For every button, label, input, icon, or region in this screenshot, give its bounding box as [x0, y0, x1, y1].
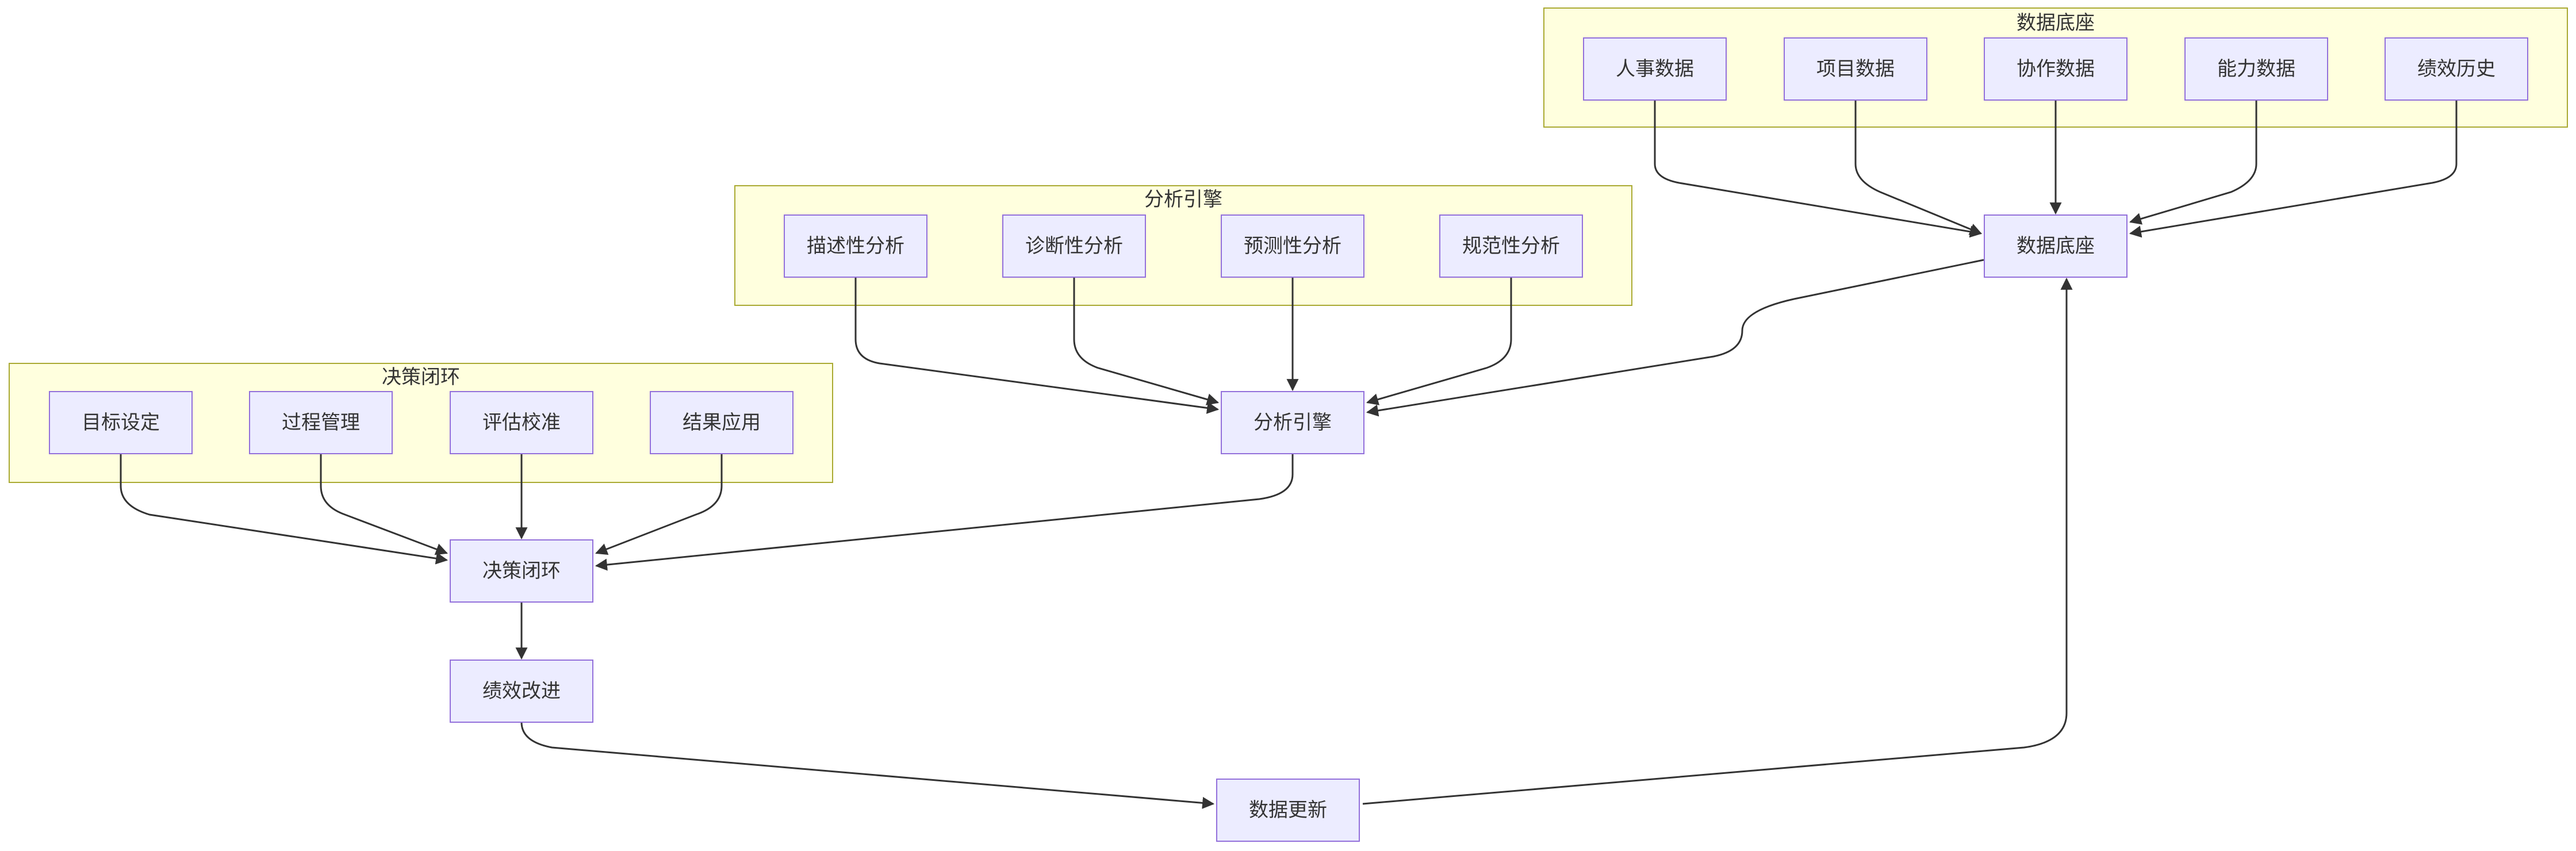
- node-box[interactable]: [2385, 37, 2528, 101]
- edge-data-base-node-to-analysis-engine-node: [1366, 259, 1984, 417]
- cluster-title: 数据底座: [2017, 12, 2095, 34]
- node-label: 数据底座: [2017, 235, 2095, 258]
- node-box[interactable]: [1583, 37, 1727, 101]
- edge-ability-data-to-data-base-node: [2129, 100, 2257, 225]
- node-box[interactable]: [2184, 37, 2328, 101]
- node-ability-data[interactable]: 能力数据: [2184, 37, 2328, 101]
- node-label: 目标设定: [82, 411, 160, 434]
- node-label: 诊断性分析: [1025, 235, 1123, 258]
- node-label: 分析引擎: [1254, 411, 1332, 434]
- node-perf-history[interactable]: 绩效历史: [2385, 37, 2528, 101]
- edge-perf-improve-to-data-update: [520, 722, 1215, 809]
- node-box[interactable]: [450, 660, 593, 723]
- edge-analysis-engine-node-to-decision-loop-node: [595, 454, 1294, 571]
- edge-goal-setting-to-decision-loop-node: [120, 454, 448, 565]
- node-box[interactable]: [49, 391, 193, 454]
- cluster-title: 决策闭环: [382, 366, 460, 389]
- edge-hr-data-to-data-base-node: [1654, 100, 1983, 238]
- node-analysis-engine-node[interactable]: 分析引擎: [1221, 391, 1364, 454]
- node-box[interactable]: [1221, 391, 1364, 454]
- node-label: 评估校准: [482, 411, 561, 434]
- node-label: 项目数据: [1816, 57, 1895, 80]
- node-label: 能力数据: [2217, 57, 2295, 80]
- node-process-mgmt[interactable]: 过程管理: [249, 391, 393, 454]
- node-label: 协作数据: [2017, 57, 2095, 80]
- edge-data-update-to-data-base-node: [1362, 277, 2073, 805]
- node-box[interactable]: [1439, 214, 1583, 278]
- node-goal-setting[interactable]: 目标设定: [49, 391, 193, 454]
- node-label: 描述性分析: [807, 235, 904, 258]
- node-box[interactable]: [1221, 214, 1364, 278]
- node-box[interactable]: [1002, 214, 1146, 278]
- node-data-update[interactable]: 数据更新: [1216, 779, 1360, 842]
- node-box[interactable]: [1784, 37, 1927, 101]
- node-box[interactable]: [450, 391, 593, 454]
- node-prescriptive[interactable]: 规范性分析: [1439, 214, 1583, 278]
- node-box[interactable]: [1984, 37, 2128, 101]
- node-label: 数据更新: [1249, 799, 1327, 822]
- edge-diagnostic-to-analysis-engine-node: [1073, 277, 1220, 405]
- node-project-data[interactable]: 项目数据: [1784, 37, 1927, 101]
- cluster-title: 分析引擎: [1144, 188, 1222, 211]
- edge-prescriptive-to-analysis-engine-node: [1366, 277, 1512, 405]
- node-label: 绩效历史: [2417, 57, 2496, 80]
- edge-descriptive-to-analysis-engine-node: [854, 277, 1220, 414]
- edge-result-apply-to-decision-loop-node: [595, 454, 723, 555]
- node-diagnostic[interactable]: 诊断性分析: [1002, 214, 1146, 278]
- node-box[interactable]: [1984, 214, 2128, 278]
- node-box[interactable]: [784, 214, 927, 278]
- node-label: 绩效改进: [482, 680, 561, 703]
- node-label: 规范性分析: [1462, 235, 1560, 258]
- node-label: 结果应用: [683, 411, 761, 434]
- node-label: 决策闭环: [482, 559, 561, 582]
- node-eval-calib[interactable]: 评估校准: [450, 391, 593, 454]
- edge-process-mgmt-to-decision-loop-node: [320, 454, 448, 555]
- node-hr-data[interactable]: 人事数据: [1583, 37, 1727, 101]
- node-box[interactable]: [650, 391, 793, 454]
- node-box[interactable]: [1216, 779, 1360, 842]
- node-box[interactable]: [249, 391, 393, 454]
- node-descriptive[interactable]: 描述性分析: [784, 214, 927, 278]
- edge-perf-history-to-data-base-node: [2129, 100, 2458, 238]
- node-collab-data[interactable]: 协作数据: [1984, 37, 2128, 101]
- node-perf-improve[interactable]: 绩效改进: [450, 660, 593, 723]
- node-label: 过程管理: [282, 411, 360, 434]
- node-data-base-node[interactable]: 数据底座: [1984, 214, 2128, 278]
- edge-project-data-to-data-base-node: [1854, 100, 1982, 235]
- node-decision-loop-node[interactable]: 决策闭环: [450, 539, 593, 603]
- node-label: 预测性分析: [1244, 235, 1341, 258]
- node-label: 人事数据: [1616, 57, 1694, 80]
- node-box[interactable]: [450, 539, 593, 603]
- node-predictive[interactable]: 预测性分析: [1221, 214, 1364, 278]
- node-result-apply[interactable]: 结果应用: [650, 391, 793, 454]
